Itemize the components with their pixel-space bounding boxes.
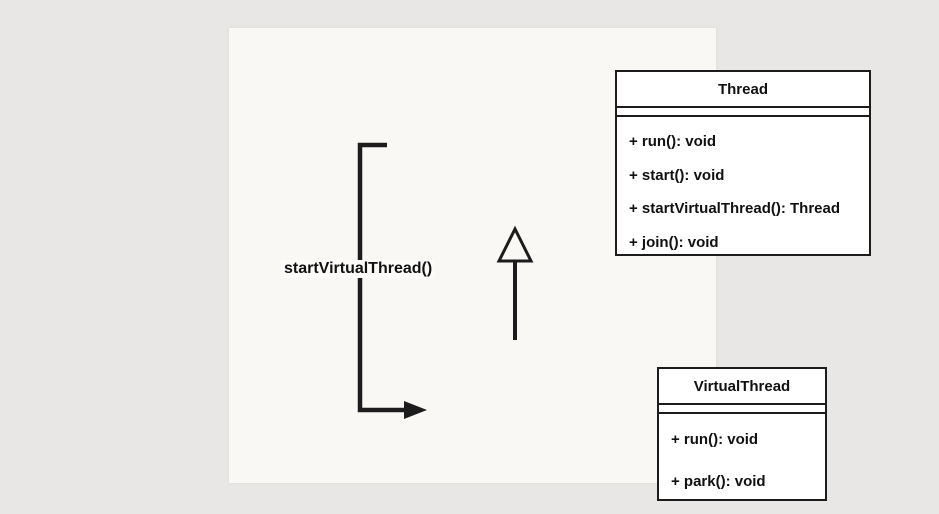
method-vt-run: + run(): void bbox=[671, 430, 759, 448]
class-box-virtual-thread: VirtualThread + run(): void + park(): vo… bbox=[657, 367, 827, 501]
method-start-virtual-thread: + startVirtualThread(): Thread bbox=[629, 200, 841, 218]
methods-compartment-virtual-thread: + run(): void + park(): void bbox=[659, 414, 825, 502]
diagram-canvas: Thread + run(): void + start(): void + s… bbox=[229, 28, 871, 501]
method-join: + join(): void bbox=[629, 233, 719, 251]
call-arrow-label: startVirtualThread() bbox=[281, 260, 436, 278]
attributes-compartment-virtual-thread bbox=[659, 405, 825, 414]
class-box-thread: Thread + run(): void + start(): void + s… bbox=[615, 70, 871, 256]
generalization-arrow bbox=[496, 225, 534, 340]
method-vt-park: + park(): void bbox=[671, 472, 766, 490]
attributes-compartment-thread bbox=[617, 108, 869, 117]
class-name-virtual-thread: VirtualThread bbox=[659, 369, 825, 405]
method-run: + run(): void bbox=[629, 133, 717, 151]
methods-compartment-thread: + run(): void + start(): void + startVir… bbox=[617, 117, 869, 259]
method-start: + start(): void bbox=[629, 166, 725, 184]
call-arrow bbox=[357, 142, 427, 419]
class-name-thread: Thread bbox=[617, 72, 869, 108]
